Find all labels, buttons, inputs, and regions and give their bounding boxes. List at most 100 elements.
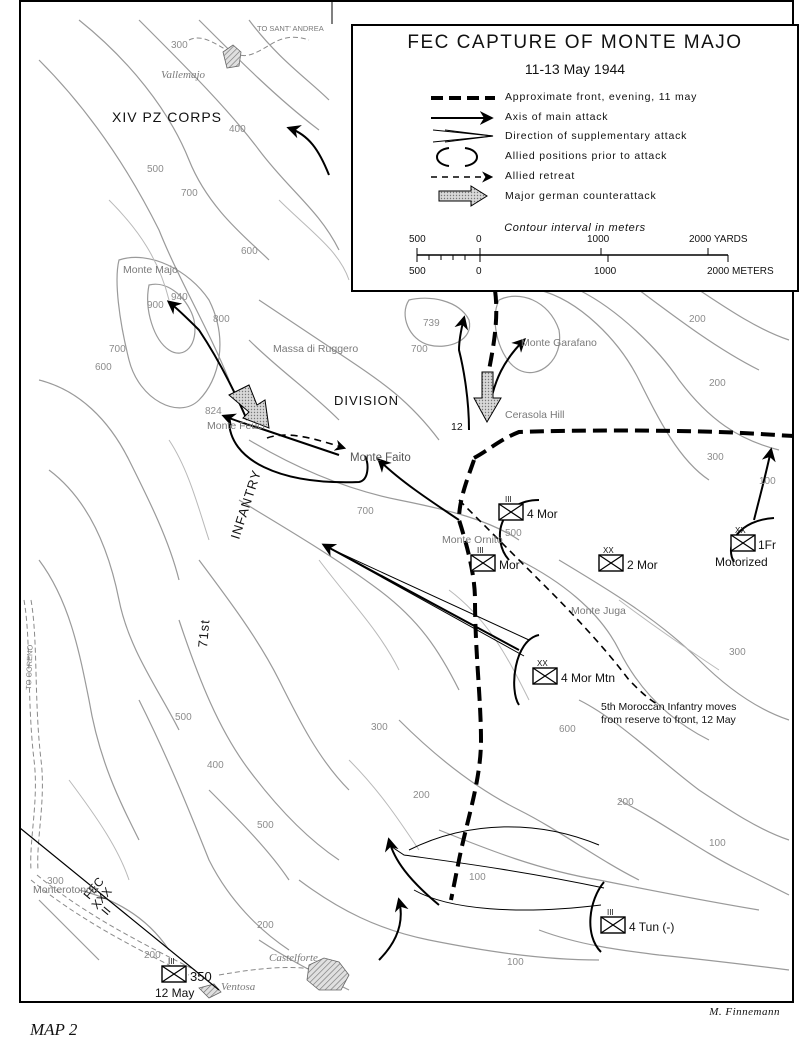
71st-label: 71st xyxy=(195,618,212,648)
legend-allied-position-symbol xyxy=(436,147,450,167)
svg-text:200: 200 xyxy=(617,797,634,808)
supplementary-attack-wedges xyxy=(321,543,605,961)
svg-text:700: 700 xyxy=(411,344,428,355)
legend-counterattack-label: Major german counterattack xyxy=(505,190,657,202)
scale-meters-500: 500 xyxy=(409,266,426,277)
division-label: DIVISION xyxy=(334,393,399,408)
unit-mor-label: Mor xyxy=(499,558,520,572)
svg-text:600: 600 xyxy=(559,724,576,735)
unit-mor-echelon: III xyxy=(477,546,484,555)
allied-retreat-arrow-faito xyxy=(266,434,347,451)
unit-4tun-symbol xyxy=(600,916,626,934)
monte-ornito-label: Monte Ornito xyxy=(442,534,503,546)
unit-4tun-label: 4 Tun (-) xyxy=(629,920,674,934)
scale-meters-2000: 2000 METERS xyxy=(707,266,774,277)
cerasola-hill-label: Cerasola Hill xyxy=(505,409,565,421)
svg-text:300: 300 xyxy=(371,722,388,733)
vallemajo-town-marker xyxy=(222,44,242,69)
front-line-south xyxy=(449,459,484,901)
unit-350-symbol xyxy=(161,965,187,983)
svg-text:200: 200 xyxy=(689,314,706,325)
svg-text:100: 100 xyxy=(469,872,486,883)
legend-main-attack-label: Axis of main attack xyxy=(505,111,609,123)
monte-feuci-label: Monte Feuci xyxy=(207,420,265,432)
cartographer-credit: M. Finnemann xyxy=(709,1006,780,1018)
unit-4mor-label: 4 Mor xyxy=(527,507,558,521)
svg-text:824: 824 xyxy=(205,406,222,417)
svg-text:200: 200 xyxy=(709,378,726,389)
scale-yards-0: 0 xyxy=(476,234,482,245)
svg-text:100: 100 xyxy=(507,957,524,968)
castelforte-label: Castelforte xyxy=(269,952,318,964)
scale-meters-0: 0 xyxy=(476,266,482,277)
unit-1fr-symbol xyxy=(730,534,756,552)
contour-lines xyxy=(38,19,790,991)
unit-4mormtn-label: 4 Mor Mtn xyxy=(561,671,615,685)
svg-text:500: 500 xyxy=(147,164,164,175)
monte-faito-label: Monte Faito xyxy=(350,452,411,464)
ventosa-label: Ventosa xyxy=(221,981,256,993)
legend-allied-position-label: Allied positions prior to attack xyxy=(505,150,668,162)
to-sant-andrea-label: TO SANT' ANDREA xyxy=(257,24,324,33)
map-frame: III III XX XX XX III III 4 Mor Mor 2 Mor… xyxy=(19,0,799,1003)
scale-meters-1000: 1000 xyxy=(594,266,617,277)
unit-350-echelon: III xyxy=(168,957,175,966)
vallemajo-label: Vallemajo xyxy=(161,69,205,81)
massa-di-ruggero-label: Massa di Ruggero xyxy=(273,343,358,355)
svg-text:500: 500 xyxy=(175,712,192,723)
svg-text:400: 400 xyxy=(229,124,246,135)
monte-juga-label: Monte Juga xyxy=(571,605,626,617)
svg-text:600: 600 xyxy=(95,362,112,373)
unit-4mor-symbol xyxy=(498,503,524,521)
to-coreno-label: TO CORENO xyxy=(24,644,35,690)
legend-supplementary-label: Direction of supplementary attack xyxy=(505,130,688,142)
elevation-labels: 300 400 500 700 600 940 900 800 700 600 … xyxy=(47,40,776,968)
svg-text:200: 200 xyxy=(413,790,430,801)
unit-4mormtn-symbol xyxy=(532,667,558,685)
unit-1fr-echelon: XX xyxy=(735,526,746,535)
monte-garafano-label: Monte Garafano xyxy=(521,337,597,349)
moroccan-move-note-line2: from reserve to front, 12 May xyxy=(601,714,737,726)
svg-text:400: 400 xyxy=(207,760,224,771)
xiv-pz-corps-label: XIV PZ CORPS xyxy=(112,109,222,125)
front-line-east xyxy=(473,428,794,460)
unit-2mor-symbol xyxy=(598,554,624,572)
svg-text:200: 200 xyxy=(144,950,161,961)
moroccan-move-note-line1: 5th Moroccan Infantry moves xyxy=(601,701,736,713)
svg-text:739: 739 xyxy=(423,318,440,329)
svg-text:500: 500 xyxy=(505,528,522,539)
scale-yards-2000: 2000 YARDS xyxy=(689,234,748,245)
hill-12-label: 12 xyxy=(451,421,463,433)
legend-counterattack-symbol xyxy=(438,185,488,207)
svg-text:700: 700 xyxy=(181,188,198,199)
svg-text:700: 700 xyxy=(357,506,374,517)
svg-text:100: 100 xyxy=(759,476,776,487)
legend-retreat-label: Allied retreat xyxy=(505,170,576,182)
svg-text:940: 940 xyxy=(171,292,188,303)
legend-box: FEC CAPTURE OF MONTE MAJO 11-13 May 1944… xyxy=(351,24,799,292)
svg-text:300: 300 xyxy=(47,876,64,887)
scale-yards-500: 500 xyxy=(409,234,426,245)
monterotondo-label: Monterotondo xyxy=(33,884,98,896)
contour-interval-label: Contour interval in meters xyxy=(504,222,646,234)
front-line-north xyxy=(485,289,499,381)
legend-symbols xyxy=(416,96,729,262)
unit-4mormtn-echelon: XX xyxy=(537,659,548,668)
map-title: FEC CAPTURE OF MONTE MAJO xyxy=(407,32,743,53)
unit-4mor-echelon: III xyxy=(505,495,512,504)
legend-front-label: Approximate front, evening, 11 may xyxy=(505,91,698,103)
german-counterattack-arrows xyxy=(228,371,502,429)
unit-2mor-echelon: XX xyxy=(603,546,614,555)
svg-text:300: 300 xyxy=(729,647,746,658)
map-caption: MAP 2 xyxy=(30,1020,78,1039)
svg-text:300: 300 xyxy=(171,40,188,51)
svg-text:700: 700 xyxy=(109,344,126,355)
svg-text:600: 600 xyxy=(241,246,258,257)
unit-1fr-label: 1Fr xyxy=(758,538,776,552)
unit-4tun-echelon: III xyxy=(607,908,614,917)
svg-text:800: 800 xyxy=(213,314,230,325)
svg-text:200: 200 xyxy=(257,920,274,931)
svg-text:500: 500 xyxy=(257,820,274,831)
svg-text:100: 100 xyxy=(709,838,726,849)
corps-boundary-line xyxy=(19,827,220,991)
